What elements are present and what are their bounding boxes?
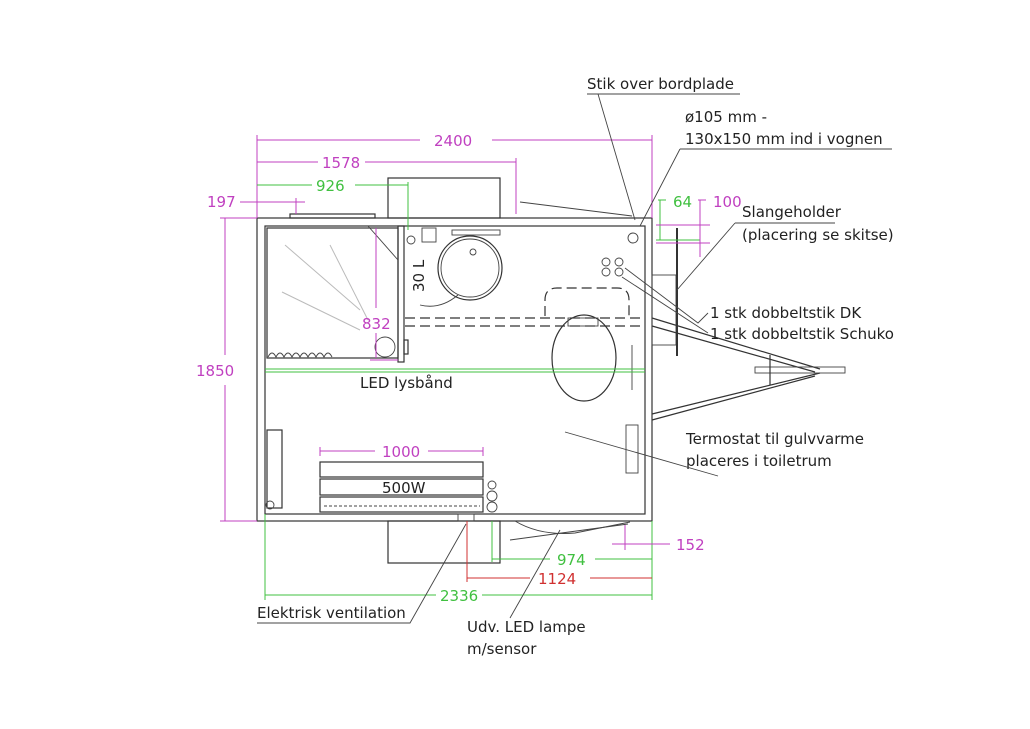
dimension-64: 64 [656, 193, 700, 241]
bottom-extension-box [387, 520, 501, 564]
heater: 500W [319, 461, 498, 522]
dimension-1850: 1850 [196, 217, 257, 522]
svg-text:Stik over bordplade: Stik over bordplade [587, 75, 734, 93]
socket-icon [627, 232, 639, 244]
trailer-walls [256, 177, 653, 564]
svg-text:100: 100 [713, 193, 742, 211]
dimension-2336: 2336 [264, 514, 652, 605]
door-swing [514, 520, 631, 534]
svg-text:2400: 2400 [434, 132, 472, 150]
svg-text:1 stk dobbeltstik Schuko: 1 stk dobbeltstik Schuko [710, 325, 894, 343]
dimension-100: 100 [656, 193, 742, 257]
svg-text:974: 974 [557, 551, 586, 569]
sink-icon [437, 235, 503, 301]
svg-text:1000: 1000 [382, 443, 420, 461]
svg-text:(placering se skitse): (placering se skitse) [742, 226, 894, 244]
dimension-926: 926 [257, 177, 409, 230]
svg-text:1 stk dobbeltstik DK: 1 stk dobbeltstik DK [710, 304, 862, 322]
svg-text:ø105 mm -: ø105 mm - [685, 108, 767, 126]
top-extension-box [387, 177, 501, 219]
svg-text:832: 832 [362, 315, 391, 333]
dimension-152: 152 [612, 525, 705, 554]
svg-text:64: 64 [673, 193, 692, 211]
svg-text:Udv. LED lampe: Udv. LED lampe [467, 618, 586, 636]
annotation-electric-ventilation: Elektrisk ventilation [257, 523, 467, 624]
svg-text:Elektrisk ventilation: Elektrisk ventilation [257, 604, 406, 622]
water-heater-label: 30 L [410, 259, 428, 292]
thermostat-icon [625, 424, 639, 474]
annotation-sockets: 1 stk dobbeltstik DK 1 stk dobbeltstik S… [621, 267, 894, 343]
svg-text:2336: 2336 [440, 587, 478, 605]
svg-text:926: 926 [316, 177, 345, 195]
dimension-2400: 2400 [256, 132, 653, 218]
dimension-832: 832 [362, 228, 398, 361]
toilet-icon [551, 314, 617, 402]
svg-text:m/sensor: m/sensor [467, 640, 537, 658]
svg-text:1124: 1124 [538, 570, 576, 588]
svg-text:197: 197 [207, 193, 236, 211]
annotation-slangeholder: Slangeholder (placering se skitse) [676, 203, 894, 291]
annotation-stik-over-bordplade: Stik over bordplade [519, 75, 740, 221]
svg-text:130x150 mm ind i vognen: 130x150 mm ind i vognen [685, 130, 883, 148]
svg-text:Slangeholder: Slangeholder [742, 203, 842, 221]
towel-rail [266, 429, 283, 509]
shower [266, 225, 409, 363]
annotation-ventilation-size: ø105 mm - 130x150 mm ind i vognen [639, 108, 892, 227]
dimension-1000: 1000 [319, 443, 484, 461]
top-window [289, 213, 376, 219]
bathroom-fixtures: 30 L [405, 227, 645, 474]
svg-text:1578: 1578 [322, 154, 360, 172]
drain-icon [374, 336, 396, 358]
annotation-outdoor-lamp: Udv. LED lampe m/sensor [467, 529, 586, 658]
dimension-974: 974 [491, 521, 653, 600]
svg-text:placeres i toiletrum: placeres i toiletrum [686, 452, 832, 470]
led-strip-label: LED lysbånd [360, 374, 453, 392]
svg-text:1850: 1850 [196, 362, 234, 380]
heater-power-label: 500W [382, 479, 426, 497]
dimension-1578: 1578 [257, 154, 517, 214]
ventilation-icon [457, 513, 475, 522]
svg-text:152: 152 [676, 536, 705, 554]
dimension-1124: 1124 [466, 521, 652, 588]
annotation-thermostat: Termostat til gulvvarme placeres i toile… [564, 430, 864, 477]
tow-hitch [651, 228, 846, 421]
dimension-197: 197 [207, 193, 305, 214]
svg-text:Termostat til gulvvarme: Termostat til gulvvarme [685, 430, 864, 448]
